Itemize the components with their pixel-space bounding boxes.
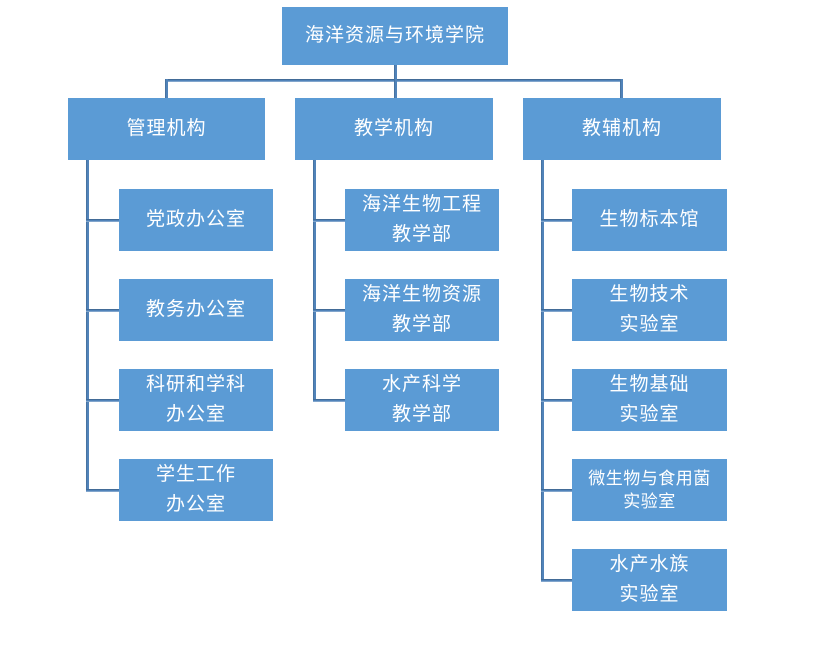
connector-branch1-stub-4 (86, 489, 119, 492)
node-microbiology-edible-fungi-lab: 微生物与食用菌 实验室 (572, 459, 727, 521)
node-biological-specimen-museum: 生物标本馆 (572, 189, 727, 251)
connector-branch2-stub-1 (313, 219, 345, 222)
node-label: 办公室 (165, 404, 226, 425)
connector-branch2-spine (313, 160, 316, 402)
node-label: 科研和学科 (145, 374, 246, 395)
node-party-admin-office: 党政办公室 (119, 189, 273, 251)
node-label: 水产科学 (381, 374, 462, 395)
node-aquaculture-aquarium-lab: 水产水族 实验室 (572, 549, 727, 611)
node-label: 党政办公室 (145, 209, 246, 230)
connector-root-drop (394, 64, 397, 80)
connector-branch3-stub-3 (541, 399, 572, 402)
node-label: 教学部 (391, 314, 452, 335)
connector-branch1-stub-1 (86, 219, 119, 222)
node-label: 实验室 (619, 404, 680, 425)
node-marine-bioengineering-dept: 海洋生物工程 教学部 (345, 189, 499, 251)
node-label: 教学机构 (353, 118, 434, 139)
connector-branch1-stub-2 (86, 309, 119, 312)
node-label: 海洋生物资源 (361, 284, 482, 305)
connector-branch3-spine (541, 160, 544, 582)
connector-branch3-stub-5 (541, 579, 572, 582)
node-marine-bioresources-dept: 海洋生物资源 教学部 (345, 279, 499, 341)
connector-branch2-stub-3 (313, 399, 345, 402)
node-label: 学生工作 (155, 464, 236, 485)
node-label: 实验室 (623, 492, 676, 511)
connector-branch3-stub-4 (541, 489, 572, 492)
node-label: 海洋资源与环境学院 (304, 25, 485, 46)
node-label: 微生物与食用菌 (588, 469, 711, 488)
node-label: 实验室 (619, 584, 680, 605)
node-label: 教辅机构 (581, 118, 662, 139)
node-label: 海洋生物工程 (361, 194, 482, 215)
node-label: 教学部 (391, 224, 452, 245)
connector-drop-branch-2 (394, 79, 397, 98)
node-research-discipline-office: 科研和学科 办公室 (119, 369, 273, 431)
node-college: 海洋资源与环境学院 (282, 7, 508, 65)
connector-branch1-stub-3 (86, 399, 119, 402)
node-label: 教务办公室 (145, 299, 246, 320)
node-label: 生物标本馆 (599, 209, 700, 230)
connector-branch3-stub-2 (541, 309, 572, 312)
node-label: 教学部 (391, 404, 452, 425)
node-aquatic-science-dept: 水产科学 教学部 (345, 369, 499, 431)
node-academic-affairs-office: 教务办公室 (119, 279, 273, 341)
node-management-orgs: 管理机构 (68, 98, 265, 160)
node-label: 生物基础 (609, 374, 690, 395)
node-label: 水产水族 (609, 554, 690, 575)
connector-branch3-stub-1 (541, 219, 572, 222)
node-teaching-orgs: 教学机构 (295, 98, 493, 160)
node-auxiliary-orgs: 教辅机构 (523, 98, 721, 160)
node-label: 生物技术 (609, 284, 690, 305)
node-basic-biology-lab: 生物基础 实验室 (572, 369, 727, 431)
connector-drop-branch-1 (165, 79, 168, 98)
connector-drop-branch-3 (620, 79, 623, 98)
node-student-affairs-office: 学生工作 办公室 (119, 459, 273, 521)
connector-branch1-spine (86, 160, 89, 492)
connector-branch2-stub-2 (313, 309, 345, 312)
node-label: 实验室 (619, 314, 680, 335)
node-biotechnology-lab: 生物技术 实验室 (572, 279, 727, 341)
node-label: 管理机构 (126, 118, 207, 139)
node-label: 办公室 (165, 494, 226, 515)
